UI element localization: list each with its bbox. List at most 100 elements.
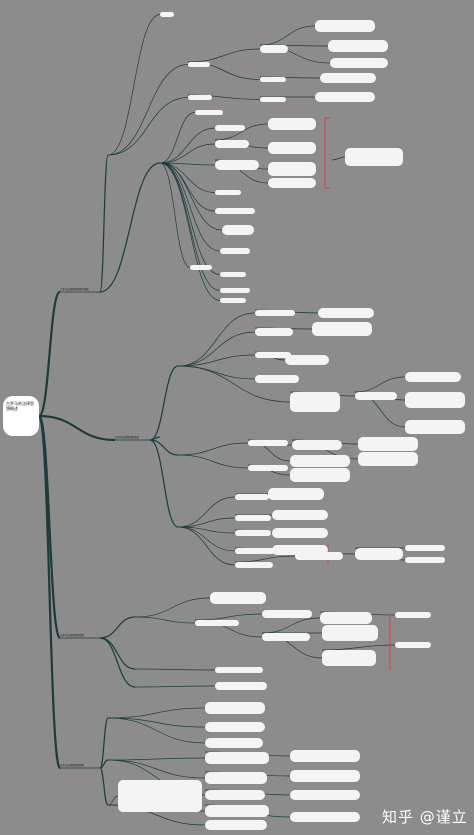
- connector: [149, 439, 179, 528]
- leaf-node[interactable]: [235, 530, 271, 536]
- leaf-node[interactable]: [220, 272, 246, 277]
- leaf-node[interactable]: [312, 322, 372, 336]
- leaf-node[interactable]: [328, 40, 388, 52]
- leaf-node[interactable]: [248, 465, 288, 471]
- leaf-node[interactable]: [118, 780, 202, 812]
- leaf-node[interactable]: [220, 248, 250, 254]
- leaf-node[interactable]: [345, 148, 403, 166]
- branch-development-label[interactable]: 古罗马法律思想的发展: [115, 436, 139, 439]
- leaf-node[interactable]: [285, 355, 329, 365]
- leaf-node[interactable]: [210, 592, 266, 604]
- leaf-node[interactable]: [235, 515, 271, 521]
- connector: [99, 162, 161, 293]
- connector: [177, 526, 236, 552]
- leaf-node[interactable]: [295, 552, 343, 560]
- connector: [159, 162, 221, 252]
- leaf-node[interactable]: [205, 752, 269, 764]
- leaf-node[interactable]: [215, 160, 259, 170]
- leaf-node[interactable]: [205, 790, 265, 800]
- leaf-node[interactable]: [190, 265, 212, 270]
- leaf-node[interactable]: [355, 548, 403, 560]
- leaf-node[interactable]: [205, 702, 265, 714]
- leaf-node[interactable]: [255, 310, 295, 316]
- leaf-node[interactable]: [355, 392, 397, 400]
- leaf-node[interactable]: [235, 562, 273, 568]
- leaf-node[interactable]: [320, 612, 372, 624]
- leaf-node[interactable]: [235, 548, 275, 554]
- leaf-node[interactable]: [395, 642, 431, 648]
- branch-theory-label[interactable]: 古罗马法律思想的理论基础: [60, 288, 89, 291]
- leaf-node[interactable]: [292, 440, 342, 450]
- leaf-node[interactable]: [405, 372, 461, 382]
- leaf-node[interactable]: [205, 805, 269, 817]
- leaf-node[interactable]: [272, 528, 328, 538]
- leaf-node[interactable]: [272, 545, 328, 555]
- leaf-node[interactable]: [262, 610, 312, 618]
- connector: [99, 759, 109, 769]
- leaf-node[interactable]: [268, 162, 316, 176]
- connector: [107, 717, 206, 728]
- leaf-node[interactable]: [255, 375, 299, 383]
- leaf-node[interactable]: [318, 308, 374, 318]
- leaf-node[interactable]: [290, 392, 340, 412]
- leaf-node[interactable]: [195, 620, 239, 626]
- leaf-node[interactable]: [235, 494, 269, 500]
- leaf-node[interactable]: [160, 12, 174, 17]
- leaf-node[interactable]: [215, 125, 245, 131]
- leaf-node[interactable]: [358, 452, 418, 466]
- leaf-node[interactable]: [315, 20, 375, 32]
- leaf-node[interactable]: [320, 73, 376, 83]
- leaf-node[interactable]: [268, 178, 316, 188]
- connector: [107, 757, 206, 761]
- leaf-node[interactable]: [220, 288, 250, 293]
- leaf-node[interactable]: [205, 772, 267, 784]
- leaf-node[interactable]: [205, 738, 263, 748]
- leaf-node[interactable]: [215, 140, 249, 148]
- leaf-node[interactable]: [215, 682, 267, 690]
- leaf-node[interactable]: [290, 455, 350, 467]
- leaf-node[interactable]: [405, 420, 465, 434]
- leaf-node[interactable]: [290, 750, 360, 762]
- branch-practice-label[interactable]: 古罗马法律思想的实践: [60, 634, 84, 637]
- leaf-node[interactable]: [290, 812, 360, 822]
- connector: [159, 162, 216, 166]
- leaf-node[interactable]: [215, 667, 263, 673]
- leaf-node[interactable]: [215, 190, 241, 195]
- leaf-node[interactable]: [395, 612, 431, 618]
- leaf-node[interactable]: [188, 62, 210, 67]
- leaf-node[interactable]: [322, 625, 378, 641]
- leaf-node[interactable]: [255, 352, 291, 358]
- leaf-node[interactable]: [268, 142, 316, 154]
- leaf-node[interactable]: [315, 92, 375, 102]
- leaf-node[interactable]: [405, 392, 465, 408]
- leaf-node[interactable]: [290, 790, 360, 800]
- connector: [321, 644, 396, 651]
- leaf-node[interactable]: [205, 722, 265, 732]
- leaf-node[interactable]: [268, 118, 316, 130]
- leaf-node[interactable]: [268, 488, 324, 500]
- branch-influence-label[interactable]: 古罗马法律思想的影响: [60, 764, 84, 767]
- leaf-node[interactable]: [188, 95, 212, 100]
- leaf-node[interactable]: [205, 820, 267, 830]
- connector: [159, 143, 216, 164]
- root-node[interactable]: 古罗马的法律思想概述: [3, 396, 39, 436]
- leaf-node[interactable]: [222, 225, 254, 235]
- leaf-node[interactable]: [405, 545, 445, 551]
- leaf-node[interactable]: [290, 770, 360, 782]
- leaf-node[interactable]: [405, 557, 445, 563]
- leaf-node[interactable]: [255, 328, 293, 336]
- leaf-node[interactable]: [260, 45, 288, 53]
- leaf-node[interactable]: [220, 298, 246, 303]
- leaf-node[interactable]: [290, 468, 350, 482]
- connector: [177, 442, 249, 456]
- leaf-node[interactable]: [260, 97, 286, 102]
- leaf-node[interactable]: [248, 440, 288, 446]
- leaf-node[interactable]: [358, 437, 418, 451]
- leaf-node[interactable]: [330, 58, 388, 68]
- leaf-node[interactable]: [195, 110, 223, 115]
- leaf-node[interactable]: [322, 650, 376, 666]
- leaf-node[interactable]: [215, 208, 255, 214]
- leaf-node[interactable]: [260, 77, 286, 82]
- leaf-node[interactable]: [272, 510, 328, 520]
- leaf-node[interactable]: [262, 633, 310, 641]
